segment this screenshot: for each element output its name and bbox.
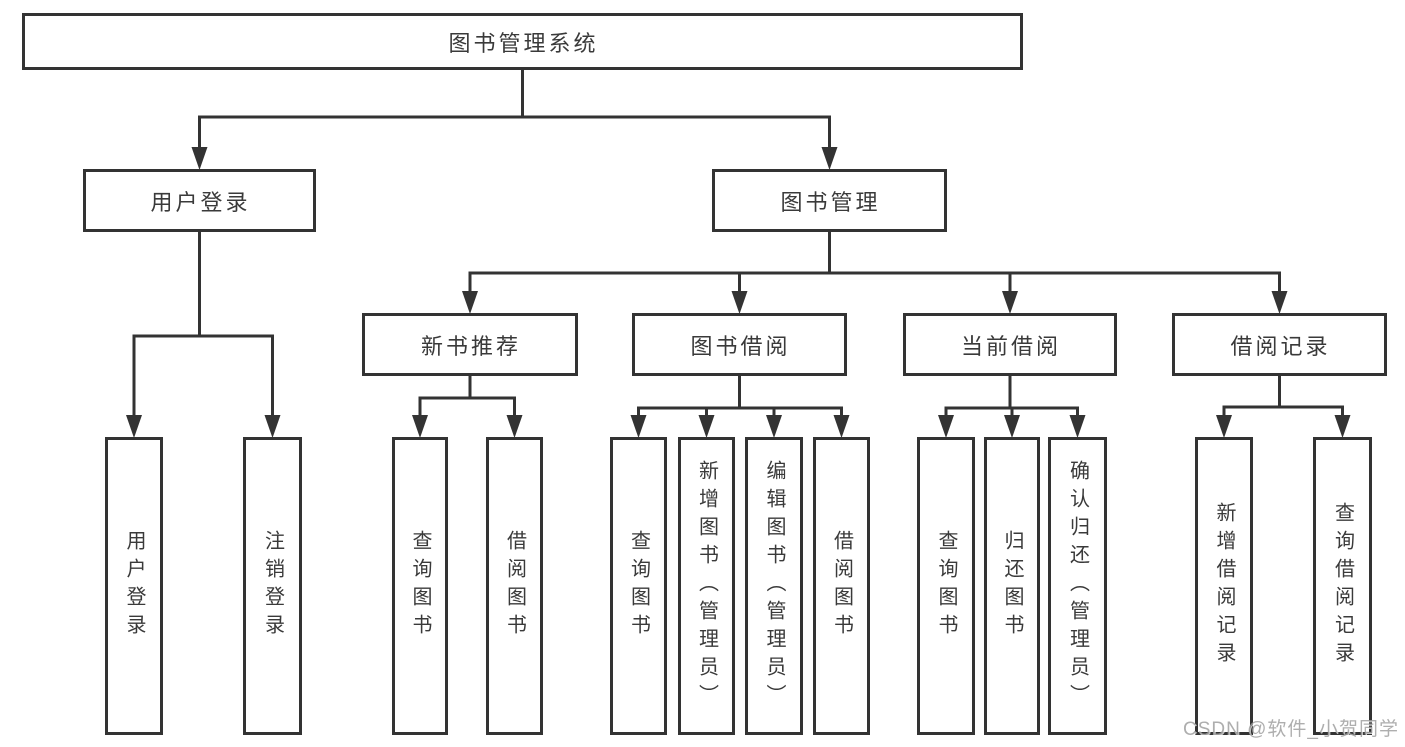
node-leaf-user-login: 用户登录 xyxy=(105,437,163,735)
node-label: 借阅图书 xyxy=(503,530,526,642)
node-leaf-nb-query: 查询图书 xyxy=(392,437,448,735)
node-label: 查询图书 xyxy=(409,530,431,642)
node-records: 借阅记录 xyxy=(1172,313,1387,376)
node-label: 编辑图书（管理员） xyxy=(763,460,785,712)
edge-newbook xyxy=(418,374,516,423)
node-label: 查询图书 xyxy=(627,530,650,642)
arrowhead-icon xyxy=(1004,415,1020,438)
arrowhead-icon xyxy=(191,147,208,170)
node-label: 用户登录 xyxy=(123,530,145,642)
node-leaf-logout: 注销登录 xyxy=(243,437,302,735)
arrowhead-icon xyxy=(731,291,748,314)
node-mgmt: 图书管理 xyxy=(712,169,947,232)
arrowhead-icon xyxy=(264,415,281,438)
arrowhead-icon xyxy=(938,415,954,438)
arrowhead-icon xyxy=(1334,415,1351,438)
arrowhead-icon xyxy=(766,415,782,438)
edge-root xyxy=(198,68,831,155)
node-leaf-rec-add: 新增借阅记录 xyxy=(1195,437,1253,735)
node-label: 确认归还（管理员） xyxy=(1066,460,1089,712)
node-label: 注销登录 xyxy=(261,530,284,642)
arrowhead-icon xyxy=(1069,415,1086,438)
edge-current xyxy=(944,374,1079,423)
node-leaf-cur-query: 查询图书 xyxy=(917,437,975,735)
node-label: 查询图书 xyxy=(935,530,957,642)
node-label: 查询借阅记录 xyxy=(1331,502,1354,670)
watermark: CSDN @软件_小贺同学 xyxy=(1183,719,1399,740)
node-leaf-bw-edit: 编辑图书（管理员） xyxy=(745,437,803,735)
arrowhead-icon xyxy=(821,147,838,170)
node-label: 借阅记录 xyxy=(1230,333,1331,359)
arrowhead-icon xyxy=(462,291,478,314)
arrowhead-icon xyxy=(833,415,850,438)
node-leaf-cur-confirm: 确认归还（管理员） xyxy=(1048,437,1107,735)
node-label: 当前借阅 xyxy=(960,333,1061,359)
node-label: 图书管理系统 xyxy=(448,30,599,56)
arrowhead-icon xyxy=(506,415,523,438)
arrowhead-icon xyxy=(698,415,715,438)
node-root: 图书管理系统 xyxy=(22,13,1023,70)
node-current: 当前借阅 xyxy=(903,313,1117,376)
arrowhead-icon xyxy=(126,415,142,438)
node-label: 归还图书 xyxy=(1001,530,1023,642)
node-label: 借阅图书 xyxy=(830,530,853,642)
arrowhead-icon xyxy=(1216,415,1232,438)
node-leaf-rec-query: 查询借阅记录 xyxy=(1313,437,1372,735)
arrowhead-icon xyxy=(1271,291,1288,314)
arrowhead-icon xyxy=(1002,291,1018,314)
node-leaf-cur-return: 归还图书 xyxy=(984,437,1040,735)
node-login: 用户登录 xyxy=(83,169,316,232)
node-leaf-nb-borrow: 借阅图书 xyxy=(486,437,543,735)
edge-mgmt xyxy=(468,230,1281,299)
arrowhead-icon xyxy=(412,415,428,438)
node-label: 用户登录 xyxy=(150,189,251,215)
node-label: 图书借阅 xyxy=(690,333,791,359)
node-leaf-bw-borrow: 借阅图书 xyxy=(813,437,870,735)
node-borrow: 图书借阅 xyxy=(632,313,847,376)
node-leaf-bw-add: 新增图书（管理员） xyxy=(678,437,735,735)
node-newbook: 新书推荐 xyxy=(362,313,578,376)
arrowhead-icon xyxy=(630,415,647,438)
edge-borrow xyxy=(637,374,843,423)
node-leaf-bw-query: 查询图书 xyxy=(610,437,667,735)
node-label: 新增借阅记录 xyxy=(1213,502,1235,670)
edge-login xyxy=(132,230,274,423)
edge-records xyxy=(1222,374,1344,423)
node-label: 新书推荐 xyxy=(420,333,521,359)
node-label: 图书管理 xyxy=(780,189,881,215)
node-label: 新增图书（管理员） xyxy=(695,460,718,712)
